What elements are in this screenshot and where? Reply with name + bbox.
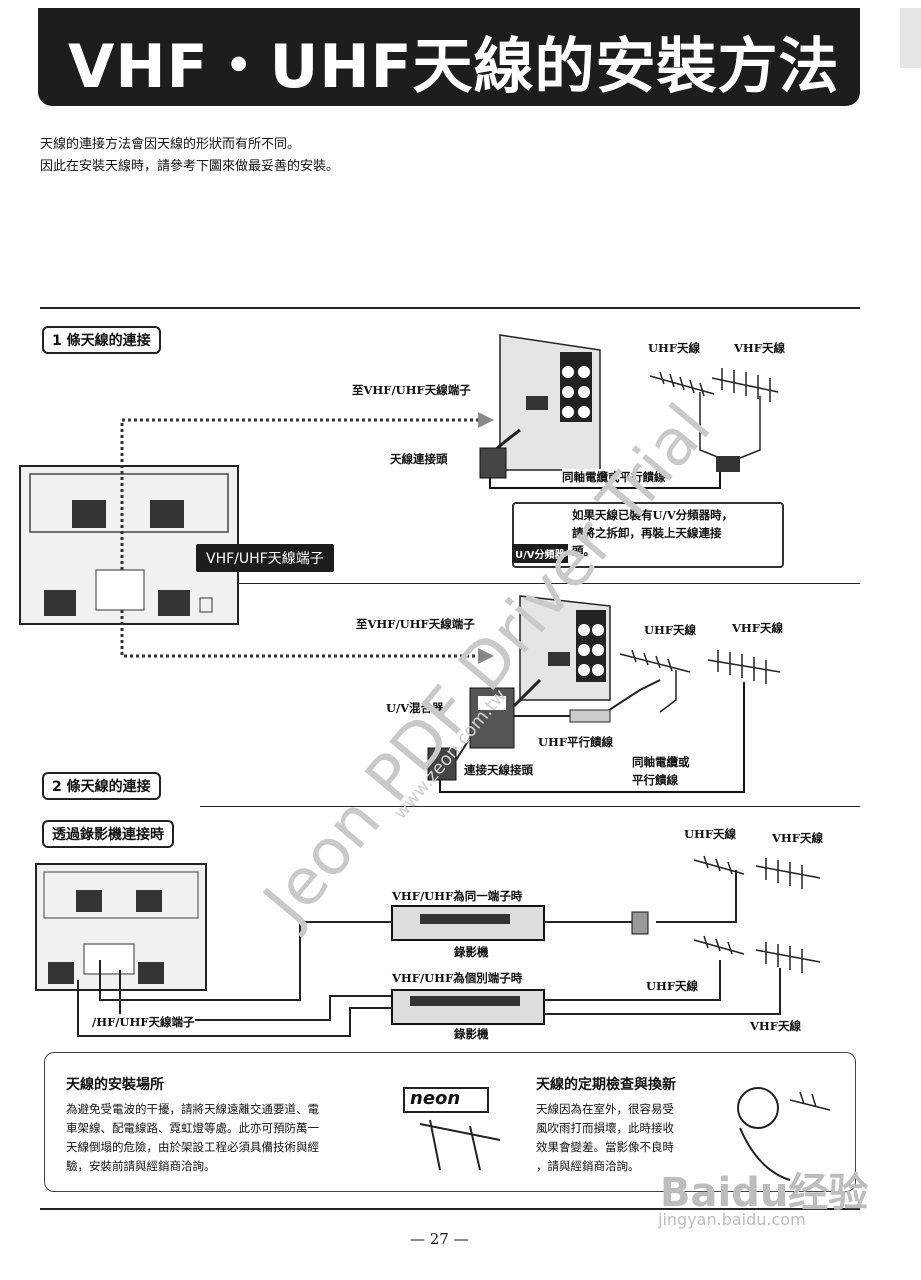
- label-vhf-antenna-3b: VHF天線: [750, 1019, 801, 1033]
- vcr-2: [391, 989, 545, 1025]
- text-line: 天線倒塌的危險，由於架設工程必須具備技術與經: [66, 1140, 319, 1154]
- note-line: 請將之拆卸，再裝上天線連接: [572, 526, 722, 540]
- text-line: 效果會變差。當影像不良時: [536, 1140, 674, 1154]
- label-separate-terminal: VHF/UHF為個別端子時: [392, 971, 523, 985]
- section-label-2: 2 條天線的連接: [42, 772, 161, 800]
- label-cable-2a: 同軸電纜或: [632, 755, 690, 769]
- label-uhf-antenna-3b: UHF天線: [646, 979, 699, 993]
- terminal-panel-2: [519, 595, 611, 701]
- splitter-label: U/V分頻器: [512, 544, 568, 563]
- section-label-1: 1 條天線的連接: [42, 326, 161, 354]
- text-line: 驗，安裝前請與經銷商洽詢。: [66, 1159, 216, 1173]
- label-cable-2b: 平行饋線: [632, 773, 678, 787]
- intro-text: 天線的連接方法會因天線的形狀而有所不同。 因此在安裝天線時，請參考下圖來做最妥善…: [40, 134, 339, 178]
- text-line: 車架線、配電線路、霓虹燈等處。此亦可預防萬一: [66, 1121, 319, 1135]
- note-line: 頭。: [572, 544, 595, 558]
- text-line: 為避免受電波的干擾，請將天線遠離交通要道、電: [66, 1102, 319, 1116]
- label-to-terminal-2: 至VHF/UHF天線端子: [356, 617, 475, 631]
- installation-location-heading: 天線的安裝場所: [66, 1077, 164, 1093]
- title-bar: [38, 8, 860, 106]
- text-line: ，請與經銷商洽詢。: [536, 1159, 640, 1173]
- label-to-terminal-1: 至VHF/UHF天線端子: [352, 383, 471, 397]
- section-divider: [40, 1208, 860, 1210]
- neon-sign-text: neon: [410, 1088, 461, 1109]
- text-line: 天線因為在室外，很容易受: [536, 1102, 674, 1116]
- page-number: — 27 —: [410, 1230, 469, 1248]
- label-connector-1: 天線連接頭: [390, 452, 448, 466]
- label-uhf-antenna-1: UHF天線: [648, 341, 701, 355]
- note-line: 如果天線已裝有U/V分頻器時，: [572, 508, 734, 522]
- label-uhf-antenna-2: UHF天線: [644, 623, 697, 637]
- label-vcr-2: 錄影機: [454, 1027, 489, 1041]
- inspection-text: 天線因為在室外，很容易受 風吹雨打而損壞，此時接收 效果會變差。當影像不良時 ，…: [536, 1100, 674, 1176]
- splitter-note-text: 如果天線已裝有U/V分頻器時， 請將之拆卸，再裝上天線連接 頭。: [572, 506, 733, 560]
- label-uhf-antenna-3a: UHF天線: [684, 827, 737, 841]
- section-divider: [40, 307, 860, 309]
- vcr-1: [391, 905, 545, 941]
- tv-terminal-tag: VHF/UHF天線端子: [196, 544, 334, 572]
- baidu-logo: Baidu经验: [660, 1170, 869, 1216]
- page-edge: [900, 8, 921, 68]
- label-vhf-antenna-3a: VHF天線: [772, 831, 823, 845]
- tv-rear-panel-3: [35, 863, 207, 991]
- page-title: VHF・UHF天線的安裝方法: [68, 32, 840, 102]
- section-divider: [200, 806, 860, 807]
- inspection-heading: 天線的定期檢查與換新: [536, 1077, 676, 1093]
- label-cable-1: 同軸電纜或平行饋線: [562, 469, 666, 485]
- label-vcr-1: 錄影機: [454, 945, 489, 959]
- baidu-url: jingyan.baidu.com: [658, 1210, 806, 1229]
- label-same-terminal: VHF/UHF為同一端子時: [392, 889, 523, 903]
- person-with-antenna-illustration: [737, 1087, 831, 1181]
- section-divider: [200, 583, 860, 584]
- label-uhf-feeder: UHF平行饋線: [538, 735, 614, 749]
- label-mixer: U/V混合器: [386, 701, 444, 715]
- section-label-3: 透過錄影機連接時: [42, 820, 174, 848]
- installation-location-text: 為避免受電波的干擾，請將天線遠離交通要道、電 車架線、配電線路、霓虹燈等處。此亦…: [66, 1100, 319, 1176]
- intro-line: 天線的連接方法會因天線的形狀而有所不同。: [40, 137, 301, 152]
- neon-sign-illustration: [403, 1087, 501, 1171]
- terminal-panel-1: [499, 334, 601, 471]
- label-terminal-3: /HF/UHF天線端子: [92, 1014, 195, 1030]
- label-connector-2: 連接天線接頭: [464, 763, 533, 777]
- text-line: 風吹雨打而損壞，此時接收: [536, 1121, 674, 1135]
- label-vhf-antenna-1: VHF天線: [734, 341, 785, 355]
- tips-box: [44, 1052, 856, 1192]
- label-vhf-antenna-2: VHF天線: [732, 621, 783, 635]
- intro-line: 因此在安裝天線時，請參考下圖來做最妥善的安裝。: [40, 159, 340, 174]
